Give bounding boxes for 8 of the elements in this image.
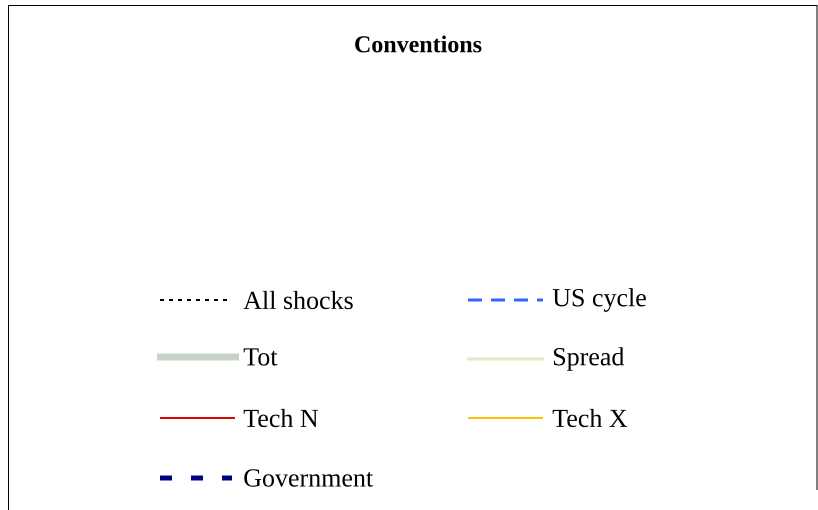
title: Conventions: [355, 36, 482, 52]
legend-label: US cycle: [552, 288, 646, 312]
legend-label: Tech N: [244, 408, 318, 428]
legend-label: Tech X: [552, 408, 628, 428]
legend-label: Spread: [554, 347, 624, 371]
legend-label: All shocks: [243, 290, 353, 310]
legend-label: Tot: [244, 348, 278, 366]
legend-label: Government: [244, 469, 374, 487]
